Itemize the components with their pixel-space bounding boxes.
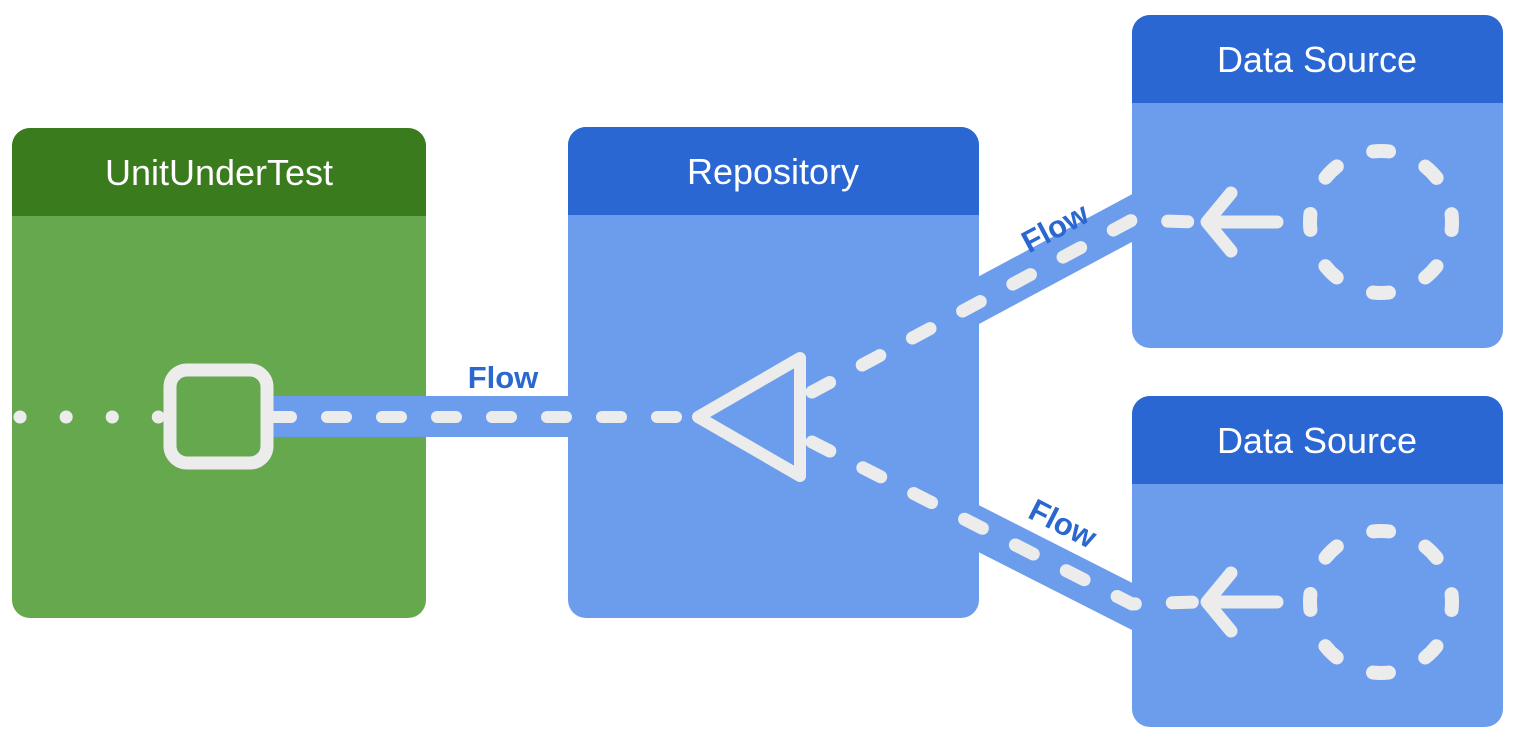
dashed-circle-icon [1303, 144, 1459, 300]
node-title-repository: Repository [687, 151, 859, 192]
node-title-data-source-top: Data Source [1217, 39, 1417, 80]
node-header [12, 128, 426, 216]
dashed-circle-icon [1303, 524, 1459, 680]
dashed-line-data-source-bottom-to-repository [805, 435, 1203, 611]
node-header [1132, 15, 1503, 103]
node-title-unit-under-test: UnitUnderTest [105, 152, 333, 193]
arrow-left-icon [1200, 566, 1284, 638]
flow-label-mid: Flow [468, 360, 539, 395]
node-header [1132, 396, 1503, 484]
node-data-source-top: Data Source [1132, 15, 1503, 348]
arrow-left-stroke [1200, 566, 1284, 638]
arrow-left-icon [1200, 186, 1284, 258]
node-data-source-bottom: Data Source [1132, 396, 1503, 727]
play-triangle-left-icon [692, 352, 806, 482]
node-header [568, 127, 979, 215]
arrow-left-stroke [1200, 186, 1284, 258]
node-title-data-source-bottom: Data Source [1217, 420, 1417, 461]
dashed-line-data-source-top-to-repository [805, 213, 1203, 399]
square-outline-icon [163, 363, 274, 470]
